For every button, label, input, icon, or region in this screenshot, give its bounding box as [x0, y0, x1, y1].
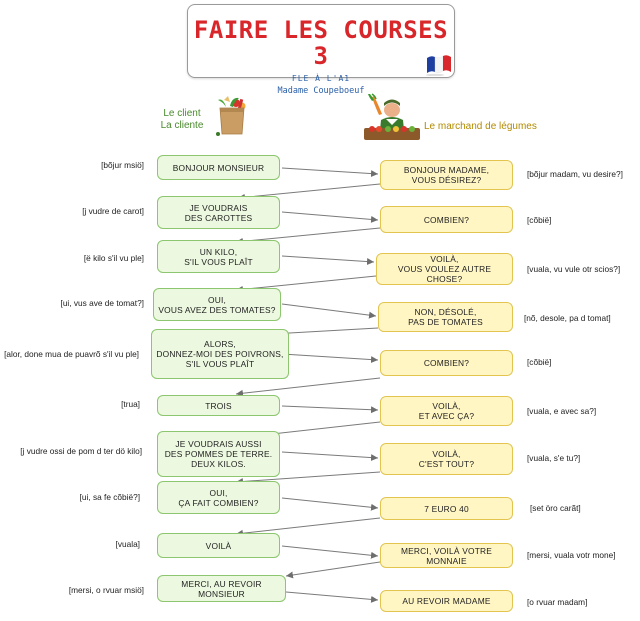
arrow-11	[281, 405, 379, 414]
arrow-18	[285, 561, 381, 579]
client-box: UN KILO, S'IL VOUS PLAÎT	[157, 240, 280, 273]
client-box: TROIS	[157, 395, 280, 416]
merchant-phonetic: [cõbië]	[527, 215, 552, 225]
client-phonetic: [trua]	[121, 399, 140, 409]
merchant-box: BONJOUR MADAME, VOUS DÉSIREZ?	[380, 160, 513, 190]
arrow-10	[235, 377, 381, 397]
client-phonetic: [bõjur msiö]	[101, 160, 144, 170]
client-box: VOILÀ	[157, 533, 280, 558]
client-box: OUI, ÇA FAIT COMBIEN?	[157, 481, 280, 514]
client-phonetic: [ë kilo s'il vu ple]	[83, 253, 144, 263]
merchant-phonetic: [vuala, e avec sa?]	[527, 406, 597, 416]
merchant-box: AU REVOIR MADAME	[380, 590, 513, 612]
merchant-role-label: Le marchand de légumes	[424, 121, 537, 132]
client-phonetic: [j vudre ossi de pom d ter dö kilo]	[20, 446, 142, 456]
arrow-15	[281, 497, 379, 511]
arrow-14	[235, 471, 381, 486]
client-phonetic: [j vudre de carot]	[82, 206, 144, 216]
arrow-17	[281, 545, 379, 559]
merchant-phonetic: [vuala, vu vule otr scios?]	[527, 264, 621, 274]
author-name: Madame Coupeboeuf	[277, 86, 365, 96]
merchant-phonetic: [set öro carãt]	[530, 503, 581, 513]
arrow-13	[281, 451, 379, 462]
vegetable-merchant-icon	[364, 93, 420, 140]
merchant-phonetic: [nõ, desole, pa d tomat]	[524, 313, 611, 323]
client-box: BONJOUR MONSIEUR	[157, 155, 280, 180]
client-box: ALORS, DONNEZ-MOI DES POIVRONS, S'IL VOU…	[151, 329, 289, 379]
title-box: FAIRE LES COURSES 3 FLE À L'A1 Madame Co…	[187, 4, 455, 96]
merchant-phonetic: [mersi, vuala votr mone]	[527, 550, 616, 560]
client-phonetic: [ui, vus ave de tomat?]	[60, 298, 144, 308]
merchant-box: MERCI, VOILÀ VOTRE MONNAIE	[380, 543, 513, 568]
merchant-box: VOILÀ, C'EST TOUT?	[380, 443, 513, 475]
merchant-phonetic: [bõjur madam, vu desire?]	[527, 169, 623, 179]
merchant-box: VOILÀ, VOUS VOULEZ AUTRE CHOSE?	[376, 253, 513, 285]
client-box: MERCI, AU REVOIR MONSIEUR	[157, 575, 286, 602]
grocery-bag-icon	[216, 96, 246, 136]
arrow-3	[281, 211, 379, 223]
client-role-label: Le client La cliente	[160, 108, 204, 131]
merchant-phonetic: [o rvuar madam]	[527, 597, 588, 607]
client-box: OUI, VOUS AVEZ DES TOMATES?	[153, 288, 281, 321]
client-phonetic: [alor, done mua de puavrõ s'il vu ple]	[4, 349, 139, 359]
page-title: FAIRE LES COURSES 3	[193, 16, 449, 70]
arrow-19	[285, 591, 379, 603]
merchant-phonetic: [vuala, s'e tu?]	[527, 453, 581, 463]
arrow-5	[281, 255, 375, 266]
client-phonetic: [vuala]	[115, 539, 140, 549]
french-flag-icon	[426, 55, 451, 76]
arrow-2	[237, 183, 381, 201]
arrow-1	[281, 167, 379, 178]
merchant-box: 7 EURO 40	[380, 497, 513, 520]
arrow-16	[235, 517, 381, 537]
client-phonetic: [mersi, o rvuar msiö]	[68, 585, 144, 595]
arrow-6	[235, 275, 377, 293]
client-phonetic: [ui, sa fe cõbië?]	[79, 492, 140, 502]
client-box: JE VOUDRAIS DES CAROTTES	[157, 196, 280, 229]
merchant-box: VOILÀ, ET AVEC ÇA?	[380, 396, 513, 426]
merchant-box: NON, DÉSOLÉ, PAS DE TOMATES	[378, 302, 513, 332]
arrow-9	[281, 353, 379, 364]
merchant-box: COMBIEN?	[380, 350, 513, 376]
arrow-4	[235, 227, 381, 245]
level-subtitle: FLE À L'A1	[291, 74, 351, 83]
arrow-7	[281, 303, 377, 319]
merchant-phonetic: [cõbië]	[527, 357, 552, 367]
merchant-box: COMBIEN?	[380, 206, 513, 233]
client-box: JE VOUDRAIS AUSSI DES POMMES DE TERRE. D…	[157, 431, 280, 477]
